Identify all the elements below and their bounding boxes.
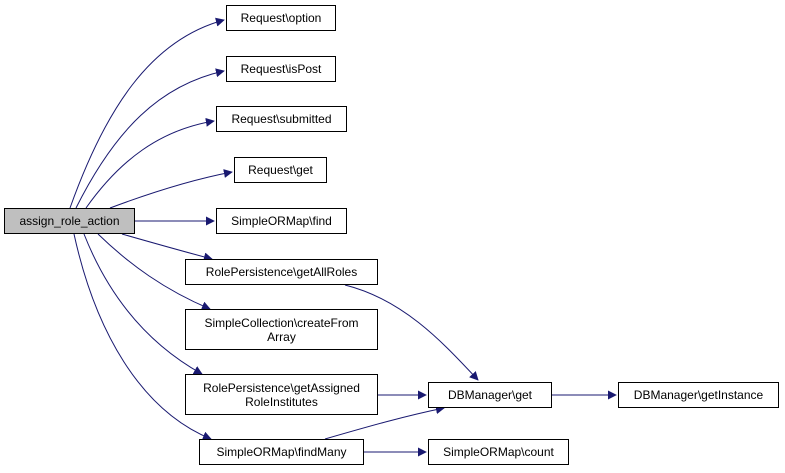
edge-assign-role-action-to-request-submitted (85, 117, 215, 209)
edge-assign-role-action-to-request-option (69, 17, 225, 209)
node-assign-role-action: assign_role_action (4, 208, 135, 234)
edge-assign-role-action-to-simpleormap-findmany (73, 233, 212, 441)
node-rolepersistence-getassignedroleinstitutes[interactable]: RolePersistence\getAssigned RoleInstitut… (185, 374, 378, 415)
node-dbmanager-get[interactable]: DBManager\get (428, 382, 552, 408)
edge-assign-role-action-to-request-ispost (75, 68, 225, 209)
edge-assign-role-action-to-rolepersistence-getallroles (121, 233, 213, 262)
node-rolepersistence-getallroles[interactable]: RolePersistence\getAllRoles (185, 259, 378, 285)
node-request-get[interactable]: Request\get (234, 157, 327, 183)
node-simpleormap-count[interactable]: SimpleORMap\count (428, 439, 569, 465)
node-simpleormap-findmany[interactable]: SimpleORMap\findMany (199, 439, 364, 465)
node-simplecollection-createfromarray[interactable]: SimpleCollection\createFrom Array (185, 309, 378, 350)
edge-simpleormap-findmany-to-dbmanager-get (324, 405, 445, 440)
node-request-ispost[interactable]: Request\isPost (226, 56, 336, 82)
edge-assign-role-action-to-rolepersistence-getassignedroleinstitutes (83, 233, 203, 375)
edge-assign-role-action-to-simplecollection-createfromarray (97, 233, 211, 310)
node-simpleormap-find[interactable]: SimpleORMap\find (216, 208, 347, 234)
node-request-option[interactable]: Request\option (226, 5, 336, 31)
edge-assign-role-action-to-request-get (109, 169, 233, 209)
node-dbmanager-getinstance[interactable]: DBManager\getInstance (618, 382, 779, 408)
edge-rolepersistence-getallroles-to-dbmanager-get (344, 284, 479, 381)
node-request-submitted[interactable]: Request\submitted (216, 106, 347, 132)
